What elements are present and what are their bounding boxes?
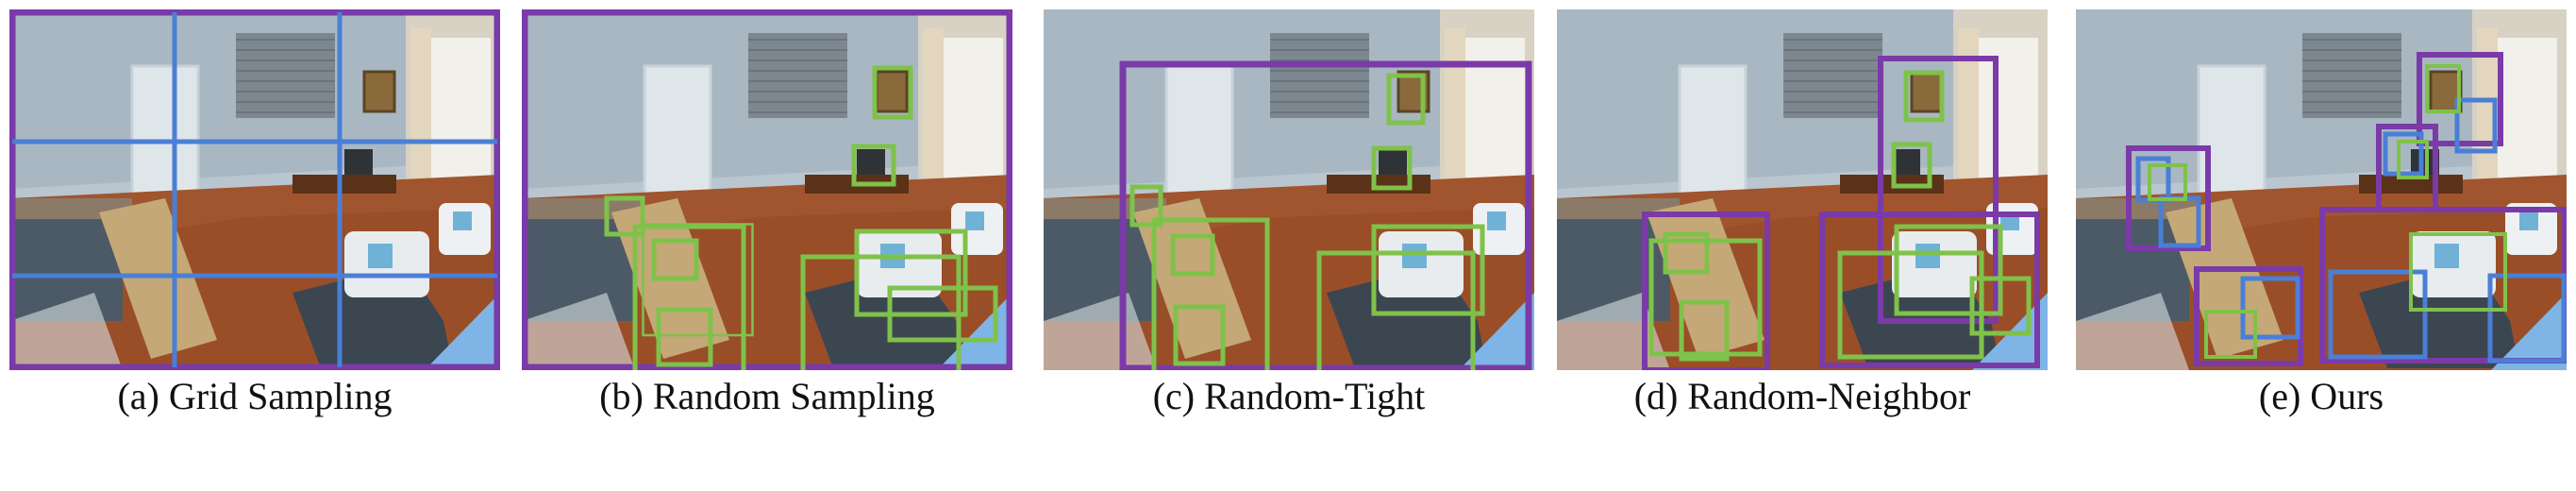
- green-box: [1648, 238, 1763, 357]
- blue-box: [2383, 131, 2424, 177]
- green-box: [2204, 310, 2257, 359]
- blue-box: [2454, 97, 2498, 154]
- green-box: [887, 285, 998, 343]
- caption-grid-sampling: (a) Grid Sampling: [117, 375, 393, 417]
- green-box: [1371, 224, 1485, 316]
- green-box: [632, 224, 746, 370]
- panel-random-neighbor: [1557, 9, 2048, 370]
- green-box: [2425, 64, 2461, 113]
- purple-box: [1119, 60, 1532, 370]
- caption-random-sampling: (b) Random Sampling: [599, 375, 935, 417]
- outer-sample-box: [9, 9, 500, 370]
- purple-box: [1642, 212, 1770, 370]
- green-box: [872, 65, 913, 120]
- purple-box: [2194, 266, 2303, 366]
- green-box: [656, 307, 713, 367]
- ours-overlay: [2126, 52, 2567, 366]
- caption-random-tight: (c) Random-Tight: [1152, 375, 1426, 417]
- blue-box: [2240, 276, 2300, 340]
- green-box: [1679, 299, 1730, 362]
- green-box: [1969, 276, 2032, 336]
- green-box: [2148, 163, 2187, 201]
- green-box: [854, 229, 968, 317]
- green-box: [1316, 250, 1476, 370]
- green-box: [651, 238, 699, 281]
- green-box: [1170, 233, 1215, 277]
- green-box: [1151, 217, 1270, 370]
- purple-box: [1878, 56, 1999, 324]
- green-box: [1129, 184, 1163, 228]
- blue-box: [2328, 269, 2428, 360]
- blue-box: [2487, 273, 2567, 364]
- green-box: [1837, 250, 1984, 360]
- neighbor-overlay: [1642, 56, 2040, 370]
- room-photo: [1044, 9, 1534, 370]
- green-box: [1371, 145, 1413, 191]
- panel-ours: [2076, 9, 2567, 370]
- caption-random-neighbor: (d) Random-Neighbor: [1633, 375, 1971, 417]
- green-box: [1386, 73, 1426, 126]
- green-box: [800, 254, 962, 370]
- green-box: [1173, 304, 1226, 366]
- green-box: [604, 195, 645, 237]
- green-box: [1894, 224, 2003, 316]
- green-box: [1903, 70, 1945, 123]
- green-box: [1891, 142, 1932, 189]
- panel-grid-sampling: [9, 9, 500, 370]
- purple-box: [2417, 52, 2503, 146]
- panel-random-sampling: [522, 9, 1012, 370]
- caption-ours: (e) Ours: [2258, 375, 2384, 417]
- outer-sample-box: [522, 9, 1012, 370]
- green-box: [2397, 140, 2429, 179]
- panel-random-tight: [1044, 9, 1534, 370]
- green-box: [1663, 231, 1710, 275]
- random-overlay: [522, 9, 1012, 370]
- purple-box: [2126, 145, 2211, 251]
- grid-overlay: [9, 9, 500, 370]
- blue-box: [2158, 195, 2201, 248]
- green-box: [2409, 232, 2507, 312]
- tight-overlay: [1119, 60, 1532, 370]
- purple-box: [1819, 212, 2040, 368]
- green-box: [851, 144, 896, 187]
